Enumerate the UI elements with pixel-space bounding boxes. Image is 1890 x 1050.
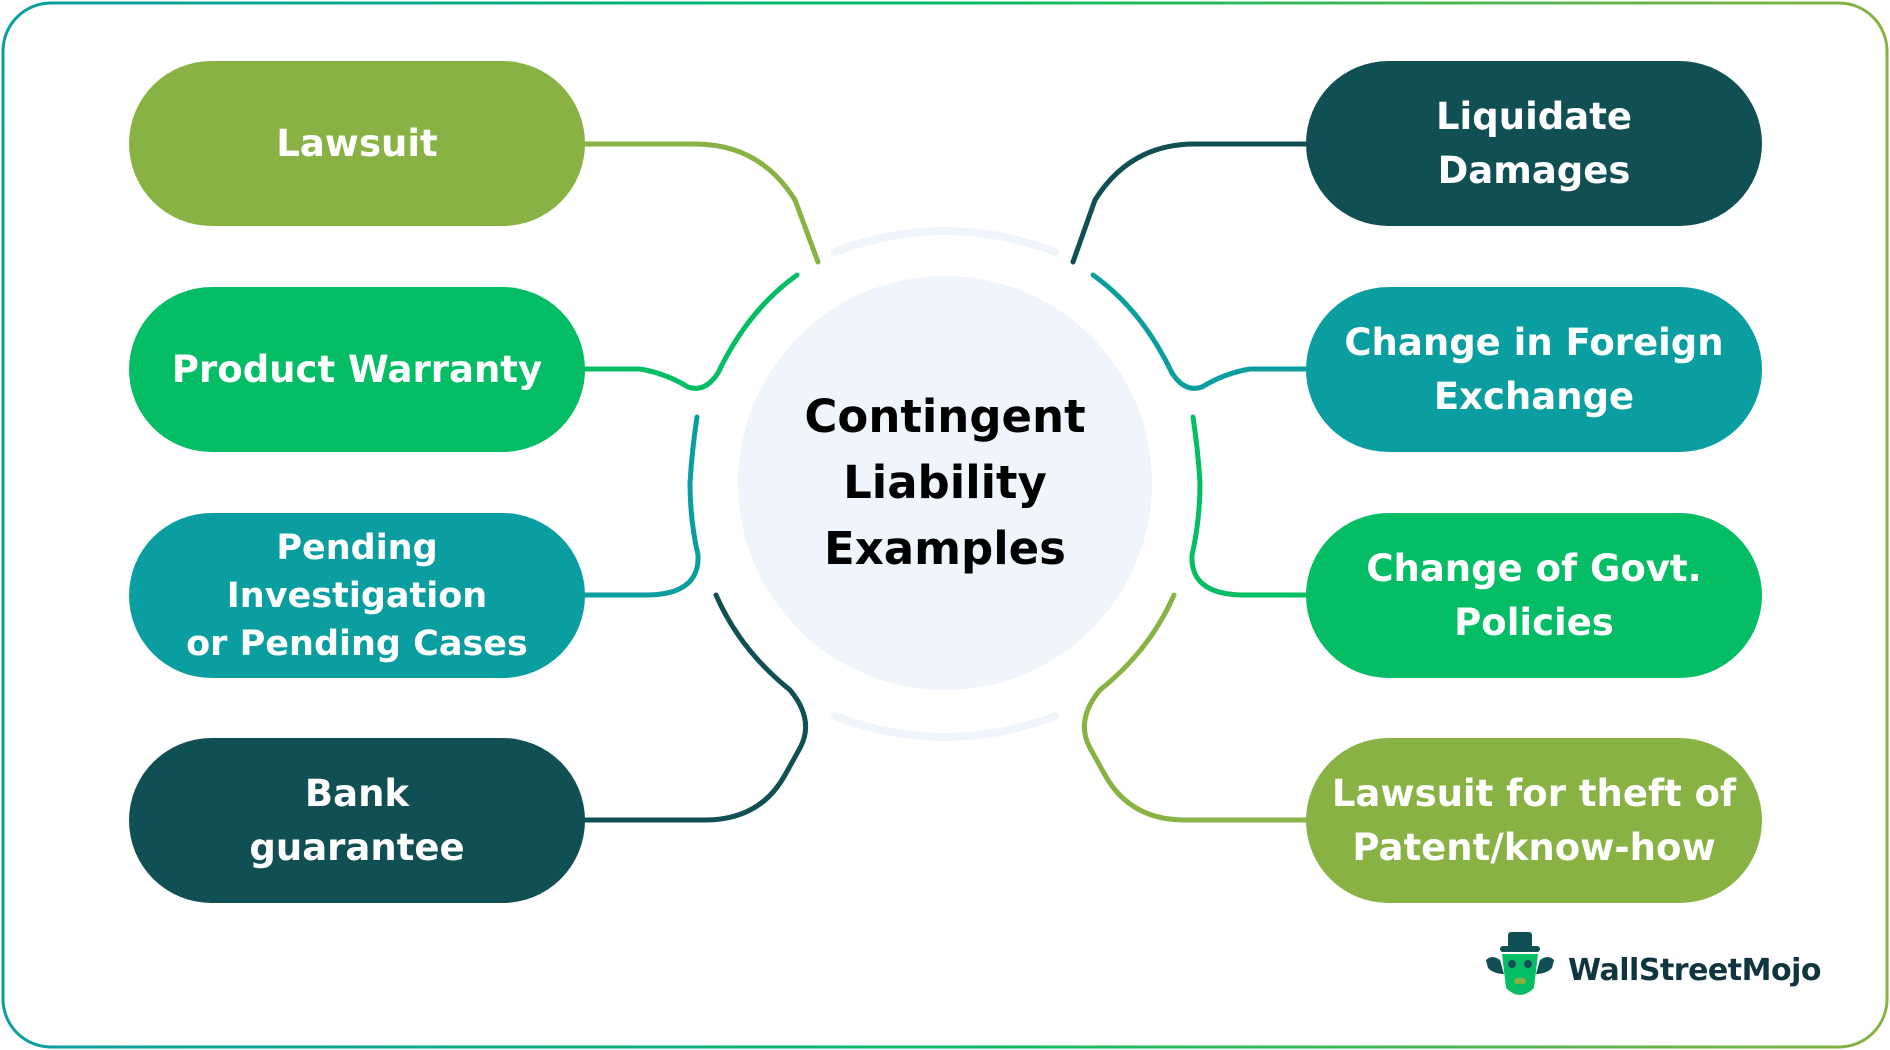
arc-top — [831, 227, 1059, 256]
pill-pending-investigation: Pending Investigation or Pending Cases — [129, 513, 585, 678]
brand-name: WallStreetMojo — [1568, 952, 1821, 988]
connector-patent-theft — [1081, 592, 1309, 823]
connector-foreign-exchange — [1090, 272, 1309, 391]
pill-lawsuit: Lawsuit — [129, 61, 585, 226]
connector-liquidate-damages — [1070, 141, 1309, 265]
wallstreetmojo-mascot-icon — [1480, 930, 1560, 1010]
pill-liquidate-damages: Liquidate Damages — [1306, 61, 1762, 226]
center-circle — [738, 276, 1152, 690]
connector-lawsuit — [581, 141, 821, 265]
pill-govt-policies: Change of Govt. Policies — [1306, 513, 1762, 678]
connector-product-warranty — [581, 272, 800, 391]
center-title: Contingent Liability Examples — [804, 390, 1086, 575]
connector-pending-investigation — [581, 414, 701, 598]
brand-logo: WallStreetMojo — [1480, 930, 1821, 1010]
pill-foreign-exchange: Change in Foreign Exchange — [1306, 287, 1762, 452]
connector-bank-guarantee — [581, 592, 809, 823]
arc-bottom — [831, 712, 1059, 741]
connector-govt-policies — [1189, 414, 1309, 598]
pill-bank-guarantee: Bank guarantee — [129, 738, 585, 903]
pill-product-warranty: Product Warranty — [129, 287, 585, 452]
pill-patent-theft: Lawsuit for theft of Patent/know-how — [1306, 738, 1762, 903]
